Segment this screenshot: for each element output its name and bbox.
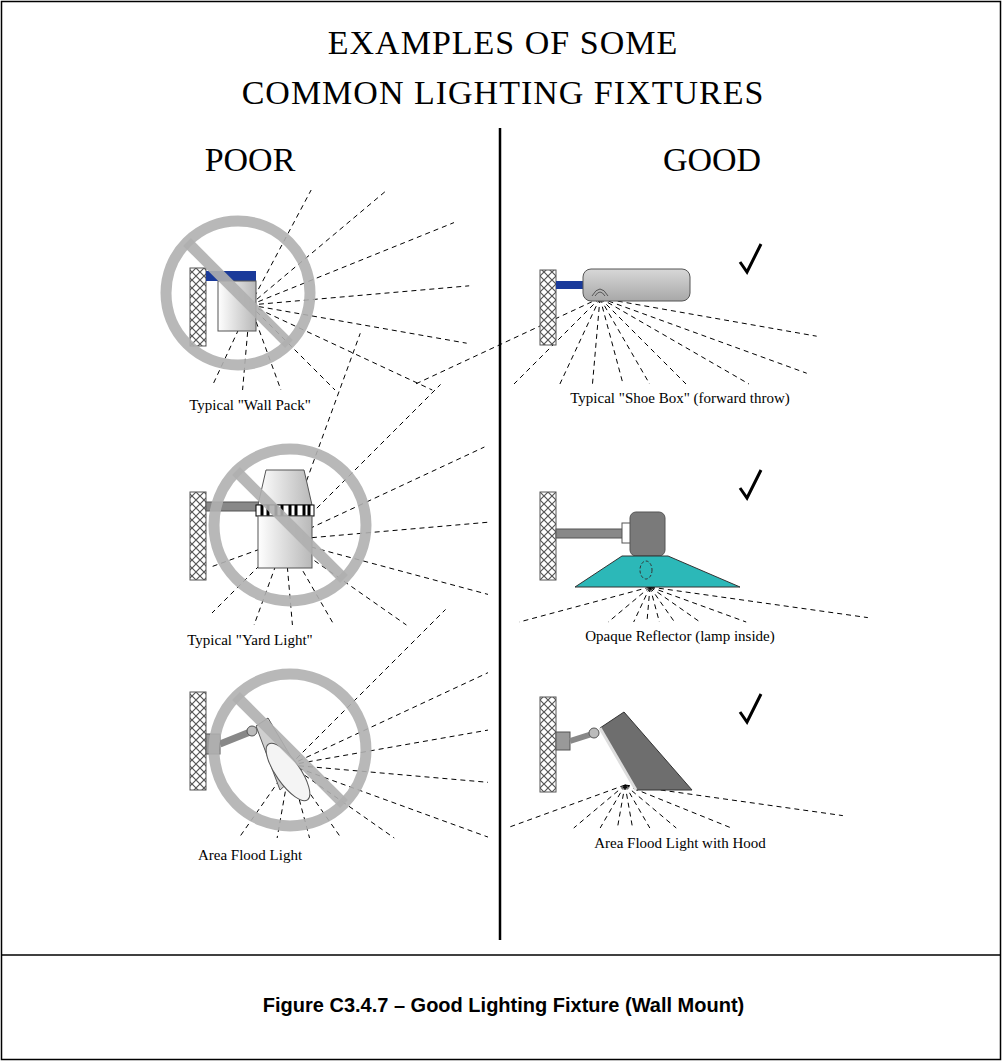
hooded-flood-fixture	[570, 734, 592, 741]
column-heading: GOOD	[663, 140, 761, 180]
light-ray	[519, 587, 650, 622]
light-ray	[592, 298, 600, 384]
light-ray	[600, 298, 650, 384]
hooded-flood-fixture	[540, 697, 556, 792]
frame	[2, 954, 1001, 956]
figure-caption: Figure C3.4.7 – Good Lighting Fixture (W…	[20, 993, 987, 1017]
shoe-box-fixture	[540, 270, 556, 345]
light-ray	[600, 298, 686, 384]
figure-title: EXAMPLES OF SOME COMMON LIGHTING FIXTURE…	[203, 18, 803, 118]
opaque-reflector-fixture	[556, 529, 624, 538]
opaque-reflector-fixture	[630, 512, 665, 556]
check-mark	[740, 694, 761, 722]
flood-light-fixture	[220, 732, 250, 744]
light-ray	[625, 785, 731, 828]
opaque-reflector-fixture	[640, 561, 652, 579]
light-ray	[507, 785, 625, 828]
light-ray	[650, 587, 700, 622]
prohibition-sign	[236, 471, 344, 579]
check-mark	[740, 470, 761, 498]
light-ray	[650, 587, 675, 622]
light-ray	[600, 298, 749, 384]
shoe-box-fixture	[583, 269, 690, 301]
prohibition-sign	[166, 221, 310, 365]
column-heading: POOR	[205, 140, 296, 180]
hooded-flood-fixture	[600, 728, 636, 790]
fixture-caption: Opaque Reflector (lamp inside)	[585, 627, 775, 645]
light-ray	[600, 785, 625, 828]
light-ray	[514, 298, 600, 384]
light-ray	[290, 673, 488, 765]
hooded-flood-fixture	[540, 697, 692, 792]
light-ray	[285, 447, 484, 540]
fixture-caption: Area Flood Light	[198, 846, 302, 864]
light-ray	[625, 785, 633, 828]
light-ray	[250, 286, 469, 305]
prohibition-sign	[187, 242, 289, 344]
hooded-flood-fixture	[589, 728, 599, 738]
light-ray	[650, 587, 746, 622]
opaque-reflector-fixture	[540, 492, 556, 580]
flood-light-fixture	[190, 692, 206, 790]
light-ray	[285, 522, 488, 540]
light-ray	[625, 785, 650, 828]
light-ray	[560, 298, 600, 384]
shoe-box-fixture	[556, 281, 586, 289]
check-mark	[740, 244, 761, 272]
fixture-caption: Typical "Shoe Box" (forward throw)	[570, 389, 789, 407]
light-ray	[600, 298, 807, 373]
light-ray	[416, 298, 600, 384]
fixture-caption: Typical "Yard Light"	[187, 631, 313, 649]
flood-light-fixture	[247, 726, 257, 736]
light-ray	[625, 785, 676, 828]
light-ray	[650, 587, 659, 622]
fixture-caption: Typical "Wall Pack"	[189, 396, 311, 414]
fixture-caption: Area Flood Light with Hood	[594, 834, 766, 852]
opaque-reflector-fixture	[575, 556, 740, 587]
prohibition-sign	[236, 696, 344, 804]
shoe-box-fixture	[540, 269, 690, 345]
light-ray	[290, 730, 488, 765]
hooded-flood-fixture	[600, 712, 692, 790]
light-ray	[250, 190, 311, 305]
prohibition-sign	[214, 674, 366, 826]
prohibition-sign	[166, 221, 310, 365]
prohibition-sign	[214, 449, 366, 601]
light-ray	[617, 785, 625, 828]
shoe-box-fixture	[592, 289, 608, 296]
light-ray	[634, 587, 650, 622]
hooded-flood-fixture	[556, 732, 570, 750]
light-ray	[647, 587, 650, 622]
wall-pack-fixture	[190, 268, 206, 346]
light-ray	[250, 190, 387, 305]
frame	[499, 128, 502, 940]
yard-light-fixture	[190, 492, 206, 580]
opaque-reflector-fixture	[540, 492, 740, 587]
prohibition-sign	[214, 449, 366, 601]
light-ray	[650, 587, 868, 618]
light-ray	[574, 785, 625, 828]
prohibition-sign	[214, 674, 366, 826]
light-ray	[600, 298, 623, 384]
